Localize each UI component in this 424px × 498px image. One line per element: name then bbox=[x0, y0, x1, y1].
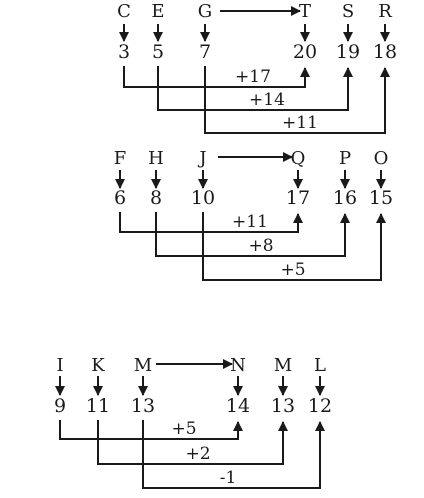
operation-label: +5 bbox=[171, 419, 196, 439]
target-letter: M bbox=[274, 355, 292, 376]
target-number: 20 bbox=[293, 41, 317, 63]
target-number: 14 bbox=[226, 395, 250, 417]
source-number: 13 bbox=[131, 395, 155, 417]
mapping-group-2: F 6 H 8 J 10 Q 17 P 16 O 15 +11 +8 +5 bbox=[114, 148, 393, 281]
source-letter: M bbox=[134, 355, 152, 376]
source-letter: I bbox=[56, 355, 63, 376]
source-letter: E bbox=[151, 1, 164, 22]
source-number: 3 bbox=[118, 41, 130, 63]
bracket-connector-arrow bbox=[142, 420, 325, 489]
target-letter: L bbox=[314, 355, 326, 376]
source-number: 9 bbox=[54, 395, 66, 417]
target-number: 17 bbox=[286, 187, 310, 209]
bracket-connector-arrow bbox=[204, 66, 390, 134]
bracket-connector-arrow bbox=[123, 66, 310, 88]
operation-label: +11 bbox=[282, 113, 318, 133]
bracket-connector-arrow bbox=[157, 66, 353, 111]
target-number: 12 bbox=[308, 395, 332, 417]
target-number: 16 bbox=[333, 187, 357, 209]
bracket-connector-arrow bbox=[202, 212, 386, 281]
bracket-connector-arrow bbox=[119, 212, 303, 233]
source-letter: C bbox=[117, 1, 131, 22]
target-letter: N bbox=[230, 355, 246, 376]
operation-label: +17 bbox=[235, 67, 271, 87]
operation-label: +11 bbox=[232, 212, 268, 232]
source-number: 5 bbox=[152, 41, 164, 63]
target-number: 19 bbox=[336, 41, 360, 63]
source-letter: G bbox=[198, 1, 212, 22]
target-number: 18 bbox=[373, 41, 397, 63]
operation-label: -1 bbox=[220, 468, 237, 488]
source-number: 10 bbox=[191, 187, 215, 209]
source-number: 11 bbox=[86, 395, 110, 417]
bracket-connector-arrow bbox=[155, 212, 350, 257]
bracket-connector-arrow bbox=[97, 420, 288, 465]
target-letter: R bbox=[378, 1, 392, 22]
bracket-connector-arrow bbox=[59, 420, 243, 440]
source-letter: H bbox=[148, 148, 164, 169]
target-letter: P bbox=[339, 148, 351, 169]
operation-label: +8 bbox=[248, 236, 273, 256]
target-letter: T bbox=[299, 1, 311, 22]
source-number: 8 bbox=[150, 187, 162, 209]
operation-label: +14 bbox=[249, 90, 285, 110]
source-number: 7 bbox=[199, 41, 211, 63]
target-number: 13 bbox=[271, 395, 295, 417]
target-letter: Q bbox=[291, 148, 306, 169]
target-number: 15 bbox=[369, 187, 393, 209]
source-letter: F bbox=[114, 148, 127, 169]
source-letter: J bbox=[197, 148, 206, 169]
operation-label: +2 bbox=[185, 444, 210, 464]
source-number: 6 bbox=[114, 187, 126, 209]
source-letter: K bbox=[91, 355, 105, 376]
mapping-group-1: C 3E 5 G 7 T 20 S 19 R 18 +17 +14 +11 bbox=[117, 1, 397, 134]
mapping-group-3: I 9 K 11 M 13 N 14 M 13 L 12 +5 +2 -1 bbox=[54, 355, 332, 489]
operation-label: +5 bbox=[280, 260, 305, 280]
target-letter: O bbox=[374, 148, 389, 169]
target-letter: S bbox=[342, 1, 354, 22]
